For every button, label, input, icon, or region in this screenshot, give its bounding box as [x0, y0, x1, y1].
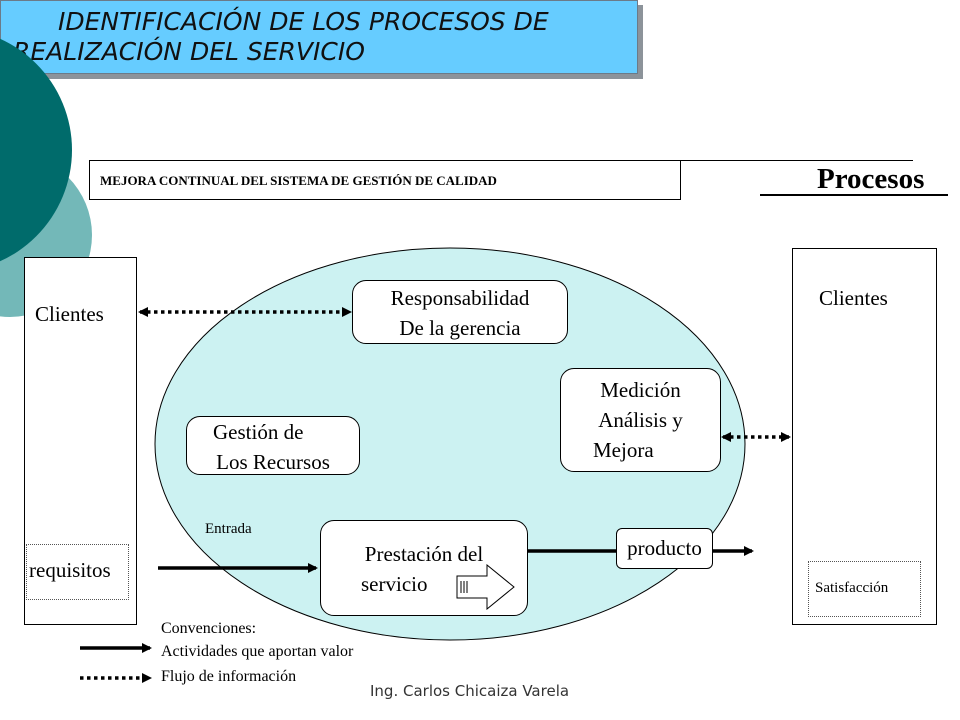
gestion-line-1: Gestión de [213, 420, 304, 444]
right-clients-label: Clientes [819, 286, 888, 310]
responsabilidad-line-2: De la gerencia [399, 316, 521, 340]
procesos-heading: Procesos [817, 163, 925, 195]
block-arrow-icon [456, 564, 515, 610]
producto-box: producto [616, 528, 713, 569]
responsabilidad-box: Responsabilidad De la gerencia [352, 280, 568, 344]
legend-title: Convenciones: [161, 620, 257, 637]
title-banner: IDENTIFICACIÓN DE LOS PROCESOS DE REALIZ… [0, 0, 638, 74]
left-clients-label: Clientes [35, 302, 104, 326]
right-clients-box: Clientes Satisfacción [792, 248, 937, 625]
title-line-2: REALIZACIÓN DEL SERVICIO [13, 37, 365, 66]
legend-dotted-label: Flujo de información [161, 668, 297, 685]
legend-solid-label: Actividades que aportan valor [161, 643, 354, 660]
process-ellipse [154, 247, 746, 641]
procesos-underline [760, 194, 948, 196]
medicion-line-3: Mejora [593, 438, 654, 462]
prestacion-line-2: servicio [361, 572, 428, 596]
dark-teal-circle [0, 38, 72, 262]
entrada-label: Entrada [205, 521, 252, 537]
gestion-line-2: Los Recursos [216, 450, 330, 474]
responsabilidad-line-1: Responsabilidad [390, 286, 530, 310]
medicion-line-2: Análisis y [598, 408, 683, 432]
satisfaccion-label: Satisfacción [815, 580, 889, 596]
footer-author: Ing. Carlos Chicaiza Varela [370, 682, 570, 700]
requisitos-box: requisitos [26, 544, 129, 600]
medicion-line-1: Medición [600, 378, 681, 402]
mejora-top-line [681, 160, 913, 161]
requisitos-label: requisitos [29, 558, 111, 582]
prestacion-box: Prestación del servicio [320, 520, 528, 616]
satisfaccion-box: Satisfacción [808, 561, 921, 617]
page-title: IDENTIFICACIÓN DE LOS PROCESOS DE REALIZ… [1, 1, 637, 67]
mejora-continual-box: MEJORA CONTINUAL DEL SISTEMA DE GESTIÓN … [89, 160, 681, 200]
prestacion-line-1: Prestación del [364, 542, 484, 566]
left-clients-box: Clientes requisitos [24, 257, 137, 625]
producto-label: producto [627, 536, 702, 560]
mejora-continual-text: MEJORA CONTINUAL DEL SISTEMA DE GESTIÓN … [100, 173, 497, 188]
gestion-box: Gestión de Los Recursos [186, 416, 360, 475]
medicion-box: Medición Análisis y Mejora [560, 368, 721, 472]
title-line-1: IDENTIFICACIÓN DE LOS PROCESOS DE [58, 7, 549, 36]
